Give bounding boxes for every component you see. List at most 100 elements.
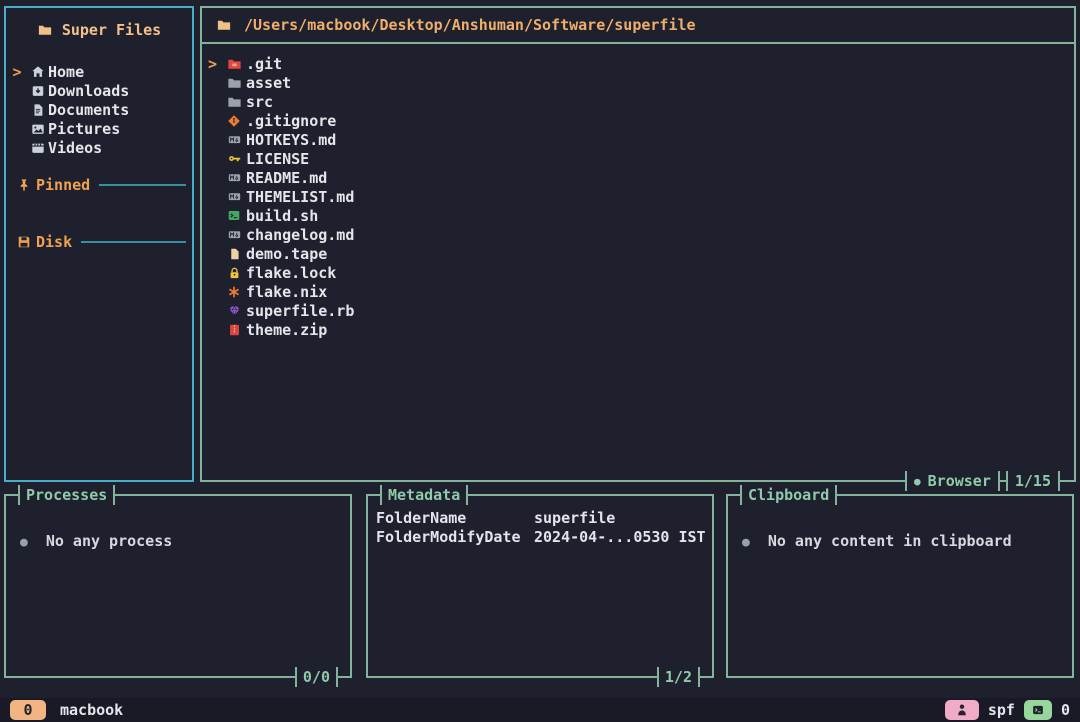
file-counter-chip: 1/15 xyxy=(1005,471,1060,491)
section-label: Pinned xyxy=(36,175,91,194)
file-name: LICENSE xyxy=(246,149,310,168)
hostname-label: macbook xyxy=(60,701,124,719)
empty-text: No any content in clipboard xyxy=(767,532,1012,550)
sidebar-section-disk: Disk xyxy=(6,232,192,251)
file-name: superfile.rb xyxy=(246,301,355,320)
processes-empty-state: No any process xyxy=(6,496,350,550)
disk-icon xyxy=(14,235,34,249)
browser-mode-chip: Browser xyxy=(905,471,1000,491)
file-name: changelog.md xyxy=(246,225,355,244)
file-row[interactable]: asset xyxy=(202,73,1074,92)
folder-git-icon xyxy=(222,57,246,71)
file-row[interactable]: LICENSE xyxy=(202,149,1074,168)
file-name: README.md xyxy=(246,168,328,187)
file-row[interactable]: changelog.md xyxy=(202,225,1074,244)
file-row[interactable]: build.sh xyxy=(202,206,1074,225)
file-name: theme.zip xyxy=(246,320,328,339)
folder-icon xyxy=(37,23,53,37)
file-name: .git xyxy=(246,54,283,73)
sidebar-item-documents[interactable]: Documents xyxy=(6,100,192,119)
shell-icon xyxy=(222,209,246,222)
home-icon xyxy=(28,65,48,79)
file-row[interactable]: superfile.rb xyxy=(202,301,1074,320)
metadata-key: FolderModifyDate xyxy=(376,527,521,546)
metadata-row: FolderModifyDate 2024-04-...0530 IST xyxy=(376,527,712,546)
section-label: Disk xyxy=(36,232,73,251)
file-name: build.sh xyxy=(246,206,319,225)
pin-icon xyxy=(14,178,34,192)
file-name: demo.tape xyxy=(246,244,328,263)
lock-icon xyxy=(222,266,246,280)
selected-chevron-icon xyxy=(202,55,222,73)
sidebar-item-videos[interactable]: Videos xyxy=(6,138,192,157)
sidebar-item-label: Documents xyxy=(48,100,130,119)
panel-title: Processes xyxy=(18,485,116,505)
file-row[interactable]: flake.lock xyxy=(202,263,1074,282)
sidebar-item-home[interactable]: Home xyxy=(6,62,192,81)
file-name: src xyxy=(246,92,274,111)
exit-code-badge: 0 xyxy=(10,700,46,720)
metadata-value: 2024-04-...0530 IST xyxy=(534,527,706,546)
panel-title: Clipboard xyxy=(740,485,838,505)
folder-icon xyxy=(222,76,246,90)
file-counter: 1/15 xyxy=(1014,472,1051,490)
selected-chevron-icon xyxy=(6,63,28,81)
markdown-icon xyxy=(222,228,246,241)
file-name: HOTKEYS.md xyxy=(246,130,337,149)
mode-label: Browser xyxy=(927,472,991,490)
sidebar-item-downloads[interactable]: Downloads xyxy=(6,81,192,100)
file-row[interactable]: demo.tape xyxy=(202,244,1074,263)
file-row[interactable]: HOTKEYS.md xyxy=(202,130,1074,149)
metadata-row: FolderName superfile xyxy=(376,508,712,527)
file-name: asset xyxy=(246,73,292,92)
ruby-icon xyxy=(222,304,246,317)
zip-icon xyxy=(222,323,246,337)
file-row[interactable]: flake.nix xyxy=(202,282,1074,301)
file-row[interactable]: theme.zip xyxy=(202,320,1074,339)
documents-icon xyxy=(28,103,48,117)
file-name: .gitignore xyxy=(246,111,337,130)
process-counter: 0/0 xyxy=(294,667,338,687)
panel-title: Metadata xyxy=(380,485,469,505)
sidebar-item-label: Downloads xyxy=(48,81,130,100)
file-icon xyxy=(222,247,246,261)
sidebar-item-label: Home xyxy=(48,62,85,81)
terminal-icon xyxy=(1023,700,1052,720)
key-icon xyxy=(222,152,246,165)
sidebar-item-pictures[interactable]: Pictures xyxy=(6,119,192,138)
metadata-key: FolderName xyxy=(376,508,467,527)
file-name: THEMELIST.md xyxy=(246,187,355,206)
section-divider xyxy=(99,183,186,186)
person-icon xyxy=(944,700,979,720)
pictures-icon xyxy=(28,122,48,136)
clipboard-panel: Clipboard No any content in clipboard xyxy=(726,485,1074,678)
sidebar-items: Home Downloads Documents xyxy=(6,62,192,157)
markdown-icon xyxy=(222,190,246,203)
sidebar-item-label: Videos xyxy=(48,138,103,157)
markdown-icon xyxy=(222,133,246,146)
browser-tab-indicator: Browser 1/15 xyxy=(905,471,1060,491)
file-list: .git asset src .g xyxy=(202,44,1074,339)
metadata-counter: 1/2 xyxy=(656,667,700,687)
file-row[interactable]: .git xyxy=(202,54,1074,73)
file-row[interactable]: README.md xyxy=(202,168,1074,187)
file-row[interactable]: .gitignore xyxy=(202,111,1074,130)
file-browser-panel: /Users/macbook/Desktop/Anshuman/Software… xyxy=(200,6,1076,491)
bullet-icon xyxy=(742,532,750,550)
git-icon xyxy=(222,114,246,128)
folder-icon xyxy=(222,95,246,109)
downloads-icon xyxy=(28,84,48,98)
videos-icon xyxy=(28,141,48,155)
nix-icon xyxy=(222,285,246,299)
sidebar-item-label: Pictures xyxy=(48,119,121,138)
file-row[interactable]: THEMELIST.md xyxy=(202,187,1074,206)
empty-text: No any process xyxy=(45,532,173,550)
metadata-panel: Metadata FolderName superfile FolderModi… xyxy=(366,485,714,687)
right-count-label: 0 xyxy=(1060,701,1070,719)
file-row[interactable]: src xyxy=(202,92,1074,111)
sidebar-panel: Super Files Home Downloads xyxy=(4,6,194,482)
markdown-icon xyxy=(222,171,246,184)
clipboard-empty-state: No any content in clipboard xyxy=(728,496,1072,550)
sidebar-title: Super Files xyxy=(6,20,192,40)
